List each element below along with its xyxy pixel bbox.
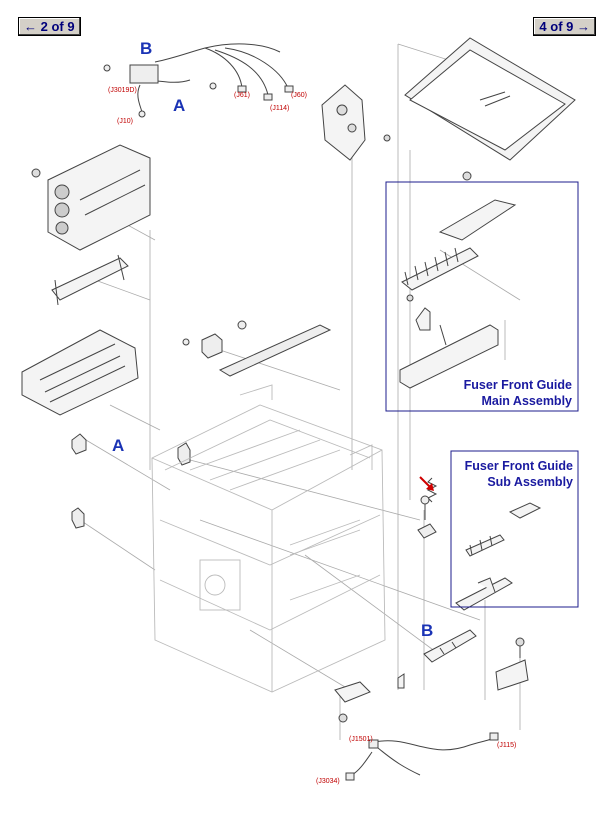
connector-label-j60: (J60) — [291, 92, 307, 99]
main-assembly-label-line2: Main Assembly — [481, 394, 572, 408]
upper-right-parts — [321, 37, 576, 181]
connector-label-j61: (J61) — [234, 92, 250, 99]
left-upper-assembly — [31, 144, 151, 251]
callout-a-top: A — [173, 96, 186, 115]
connector-label-j114: (J114) — [270, 105, 290, 112]
callout-b-lower: B — [421, 621, 434, 640]
spring-and-pin — [417, 477, 438, 539]
fuser-assembly — [21, 329, 139, 416]
connector-label-j3019d: (J3019D) — [108, 87, 137, 94]
guide-sub-parts — [455, 502, 542, 611]
main-assembly-label-line1: Fuser Front Guide — [463, 378, 572, 392]
connector-label-j115: (J115) — [497, 742, 517, 749]
top-harness — [103, 43, 294, 118]
sub-assembly-label-line2: Sub Assembly — [487, 475, 573, 489]
small-clips — [71, 320, 332, 529]
callout-a-lower: A — [112, 436, 125, 455]
next-page-button[interactable]: 4 of 9 → — [533, 17, 596, 36]
connector-label-j10: (J10) — [117, 118, 133, 125]
sub-assembly-box — [450, 450, 579, 608]
main-assembly-label: Fuser Front Guide Main Assembly — [464, 377, 572, 409]
printer-chassis — [151, 384, 386, 693]
sub-assembly-label-line1: Fuser Front Guide — [464, 459, 573, 473]
sub-assembly-label: Fuser Front Guide Sub Assembly — [465, 458, 573, 490]
guide-main-parts — [399, 199, 517, 389]
main-assembly-box — [385, 181, 579, 412]
callout-b-top: B — [140, 39, 153, 58]
bottom-harness — [334, 681, 499, 781]
connector-label-j1501: (J1501) — [349, 736, 373, 743]
connector-label-j3034: (J3034) — [316, 778, 340, 785]
roller-part — [51, 254, 129, 306]
b-part-rail — [397, 629, 529, 691]
red-arrow-icon — [419, 476, 434, 491]
previous-page-button[interactable]: ← 2 of 9 — [18, 17, 81, 36]
